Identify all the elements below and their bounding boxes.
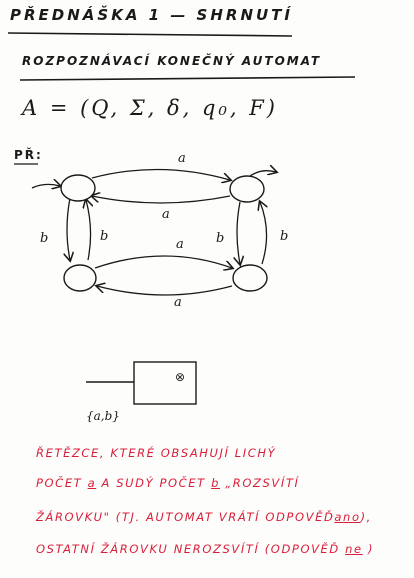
subtitle-underline [19,76,356,81]
state-bottom-right [232,264,268,292]
edge-bottom-right [94,255,232,268]
note-line-2-mid: A SUDÝ POČET [101,476,206,490]
edge-label-right-down: b [216,231,224,246]
note-line-3: ŽÁROVKU" (TJ. AUTOMAT VRÁTÍ ODPOVĚĎano), [36,510,372,524]
edge-label-left-down: b [40,231,48,246]
input-alphabet: {a,b} [86,409,120,423]
edge-left-down [67,197,70,260]
section-subtitle: ROZPOZNÁVACÍ KONEČNÝ AUTOMAT [22,54,322,68]
edge-label-bottom-right: a [176,237,184,252]
state-top-right [229,175,265,203]
edge-label-left-up: b [100,229,108,244]
note-symbol-a: a [87,476,97,490]
edge-label-top-right: a [178,151,186,166]
automaton-box [133,361,197,405]
lamp-icon: ⊗ [175,370,185,384]
page-title: PŘEDNÁŠKA 1 — SHRNUTÍ [10,6,293,24]
edge-bottom-left [97,286,233,296]
note-line-2: POČET a A SUDÝ POČET b „ROZSVÍTÍ [36,476,300,490]
title-underline [7,32,293,37]
note-answer-yes: ano [334,510,361,524]
start-arrow [31,184,60,188]
note-line-4-pre: OSTATNÍ ŽÁROVKU NEROZSVÍTÍ (ODPOVĚĎ [36,542,340,556]
note-symbol-b: b [211,476,220,490]
edge-label-top-left: a [162,207,170,222]
automaton-formula: A = (Q, Σ, δ, q₀, F) [22,96,278,120]
note-line-3-pre: ŽÁROVKU" (TJ. AUTOMAT VRÁTÍ ODPOVĚĎ [36,510,335,524]
state-top-left [60,174,96,202]
edge-top-right [91,168,230,180]
edge-right-up [260,202,267,265]
note-line-1: ŘETĚZCE, KTERÉ OBSAHUJÍ LICHÝ [36,446,277,460]
state-bottom-left [63,264,97,292]
edge-label-bottom-left: a [174,295,182,310]
edge-top-left [92,196,231,204]
edge-label-right-up: b [280,229,288,244]
edge-right-down [237,201,240,264]
note-line-4: OSTATNÍ ŽÁROVKU NEROZSVÍTÍ (ODPOVĚĎ ne ) [36,542,374,556]
note-line-2-post: „ROZSVÍTÍ [225,476,300,490]
example-label: PŘ: [14,148,43,162]
note-line-3-post: ), [360,510,372,524]
note-line-4-post: ) [368,542,375,556]
note-line-2-pre: POČET [36,476,83,490]
accept-arrow [249,171,276,177]
edge-left-up [86,200,91,261]
note-answer-no: ne [345,542,363,556]
